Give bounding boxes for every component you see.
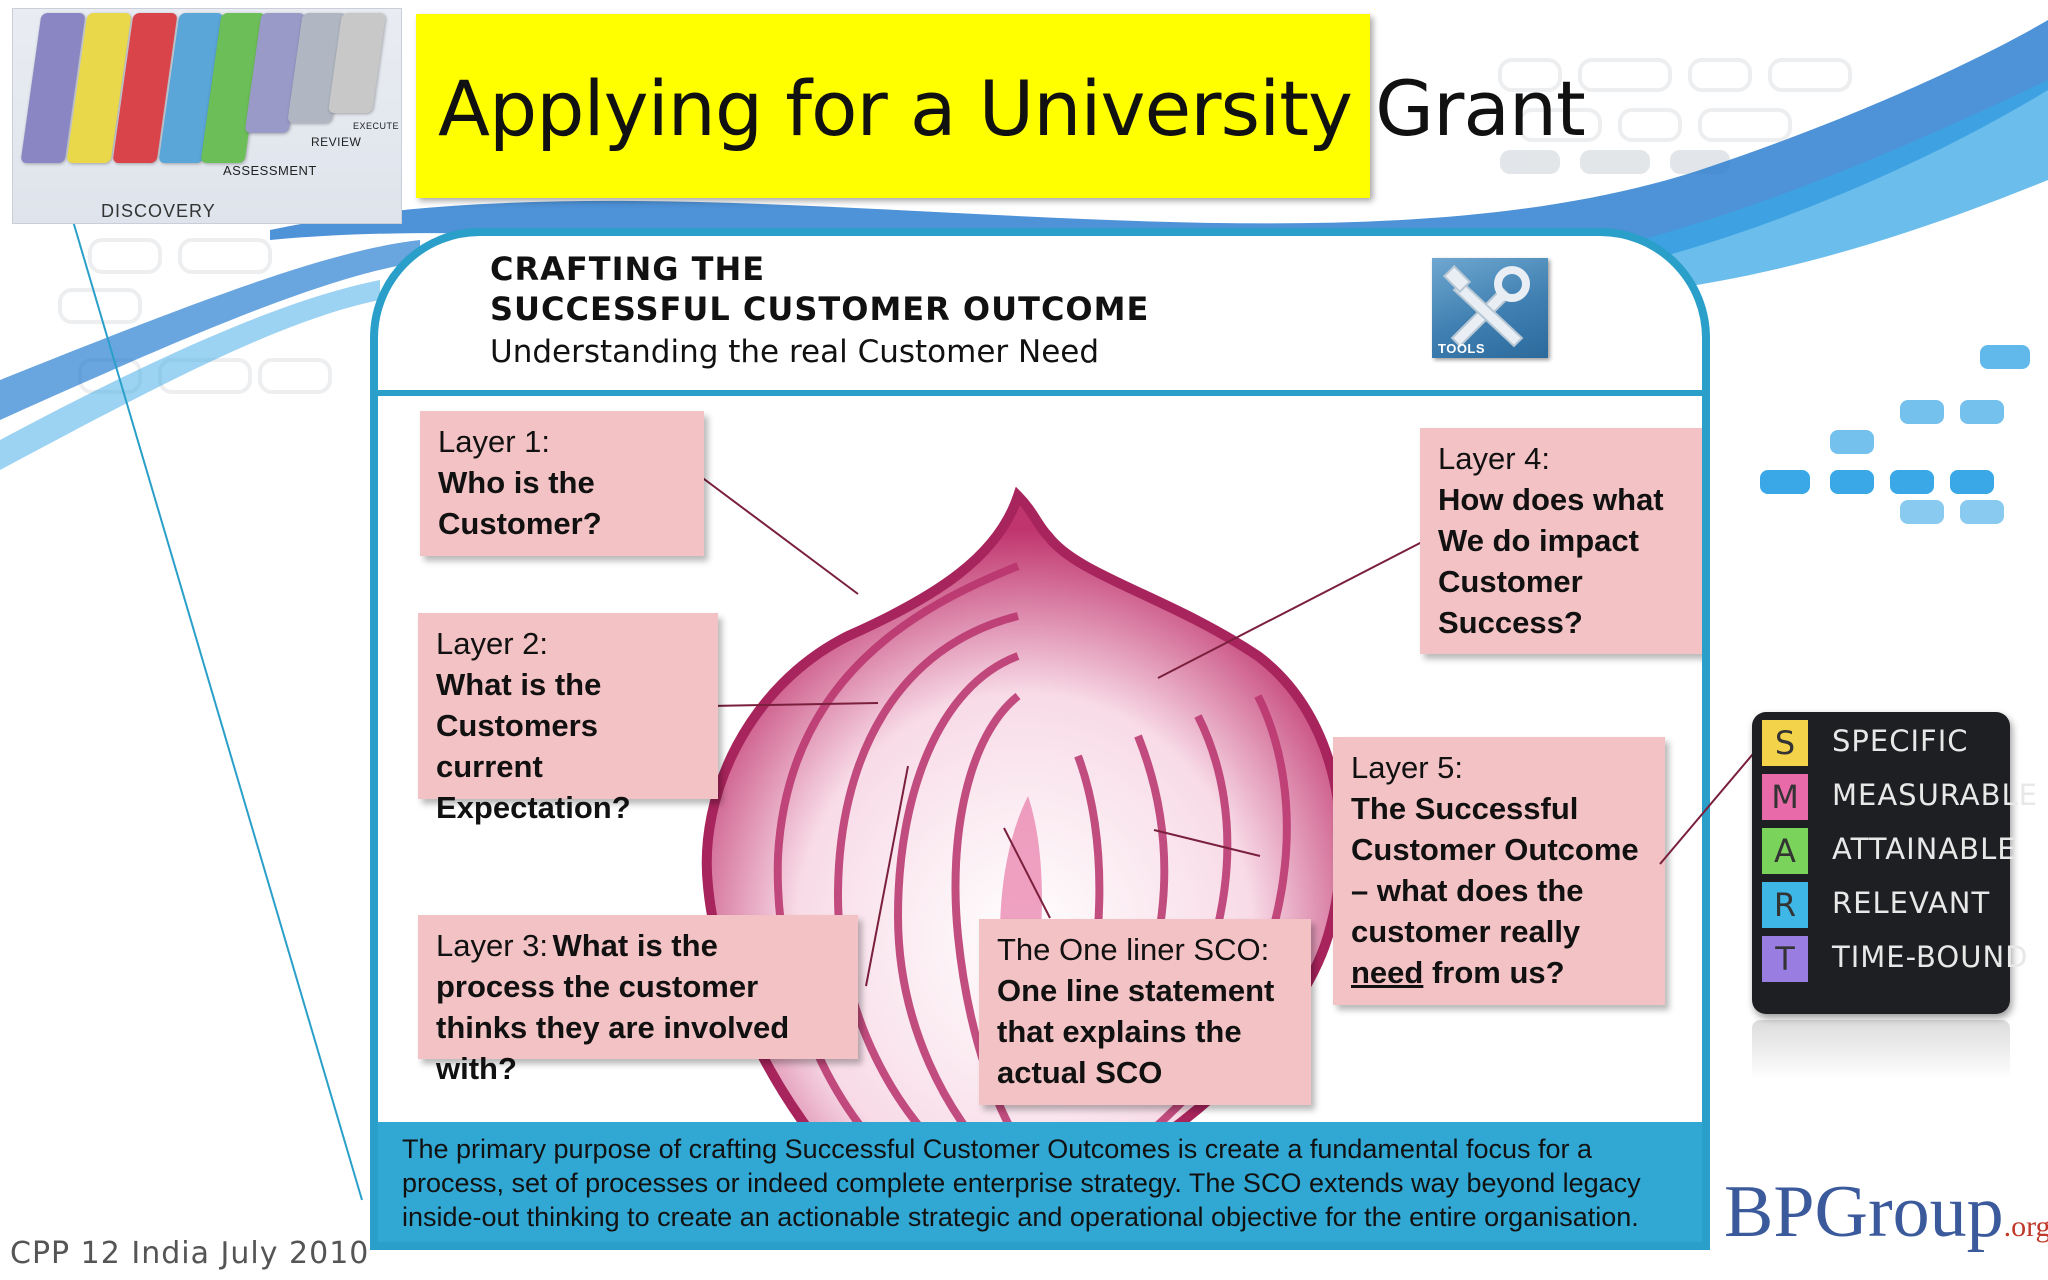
smart-letter-a: A <box>1762 828 1808 874</box>
smart-word: MEASURABLE <box>1832 778 2039 812</box>
logo-suffix: .org <box>2003 1210 2048 1243</box>
layer5-question-part2: from us? <box>1423 955 1565 990</box>
footer-band: The primary purpose of crafting Successf… <box>378 1122 1702 1242</box>
execute-label: EXECUTE <box>353 121 400 131</box>
smart-letter-s: S <box>1762 720 1808 766</box>
panel-subheading: Understanding the real Customer Need <box>490 334 1100 370</box>
logo-text: BPGroup <box>1724 1171 2004 1253</box>
bpgroup-logo: BPGroup.org <box>1724 1170 2048 1255</box>
panel-heading-line1: CRAFTING THE <box>490 250 766 288</box>
panel-divider <box>378 390 1702 396</box>
smart-word: SPECIFIC <box>1832 724 1969 758</box>
phase-thumbnail: EXECUTE REVIEW ASSESSMENT DISCOVERY <box>12 8 402 224</box>
layer2-question: What is the Customers current Expectatio… <box>436 667 631 825</box>
discovery-label: DISCOVERY <box>101 201 216 221</box>
layer1-question: Who is the Customer? <box>438 465 602 541</box>
sco-panel: CRAFTING THE SUCCESSFUL CUSTOMER OUTCOME… <box>370 228 1710 1250</box>
layer4-box: Layer 4: How does what We do impact Cust… <box>1420 428 1702 654</box>
smart-letter-m: M <box>1762 774 1808 820</box>
layer4-question: How does what We do impact Customer Succ… <box>1438 482 1664 640</box>
smart-letter-r: R <box>1762 882 1808 928</box>
smart-letter-t: T <box>1762 936 1808 982</box>
tools-label: TOOLS <box>1438 341 1486 356</box>
smart-row: T TIME-BOUND <box>1752 932 2028 986</box>
connector-lines <box>699 475 1425 987</box>
layer2-box: Layer 2: What is the Customers current E… <box>418 613 718 825</box>
layer3-label: Layer 3: <box>436 928 549 963</box>
review-label: REVIEW <box>311 135 362 149</box>
layer1-box: Layer 1: Who is the Customer? <box>420 411 704 556</box>
sco-box: The One liner SCO: One line statement th… <box>979 919 1311 1105</box>
smart-word: RELEVANT <box>1832 886 1991 920</box>
title-banner: Applying for a University Grant <box>416 14 1586 198</box>
smart-card: S SPECIFIC M MEASURABLE A ATTAINABLE R R… <box>1752 712 2037 1014</box>
smart-row: R RELEVANT <box>1752 878 2010 932</box>
layer5-label: Layer 5: <box>1351 750 1464 785</box>
smart-row: S SPECIFIC <box>1752 716 2010 770</box>
layer1-label: Layer 1: <box>438 424 551 459</box>
panel-heading-line2: SUCCESSFUL CUSTOMER OUTCOME <box>490 290 1150 328</box>
wrench-screwdriver-icon <box>1442 264 1530 348</box>
footer-text: The primary purpose of crafting Successf… <box>402 1134 1641 1232</box>
smart-card-reflection <box>1752 1020 2010 1080</box>
smart-word: ATTAINABLE <box>1832 832 2017 866</box>
layer3-question: What is the process the customer thinks … <box>436 928 790 1086</box>
layer5-question: The Successful Customer Outcome – what d… <box>1351 788 1647 993</box>
tools-icon: TOOLS <box>1432 258 1548 358</box>
assessment-label: ASSESSMENT <box>223 163 317 178</box>
event-label: CPP 12 India July 2010 <box>10 1236 370 1271</box>
sco-statement: One line statement that explains the act… <box>997 973 1275 1090</box>
layer5-question-underlined: need <box>1351 955 1424 990</box>
layer5-question-part1: The Successful Customer Outcome – what d… <box>1351 791 1639 949</box>
slide-title: Applying for a University Grant <box>438 64 1586 153</box>
layer3-box: Layer 3: What is the process the custome… <box>418 915 858 1086</box>
layer5-box: Layer 5: The Successful Customer Outcome… <box>1333 737 1665 1005</box>
smart-row: M MEASURABLE <box>1752 770 2037 824</box>
sco-label: The One liner SCO: <box>997 932 1270 967</box>
layer4-label: Layer 4: <box>1438 441 1551 476</box>
smart-connector <box>1659 747 1759 865</box>
smart-word: TIME-BOUND <box>1832 940 2029 974</box>
layer2-label: Layer 2: <box>436 626 549 661</box>
smart-row: A ATTAINABLE <box>1752 824 2016 878</box>
